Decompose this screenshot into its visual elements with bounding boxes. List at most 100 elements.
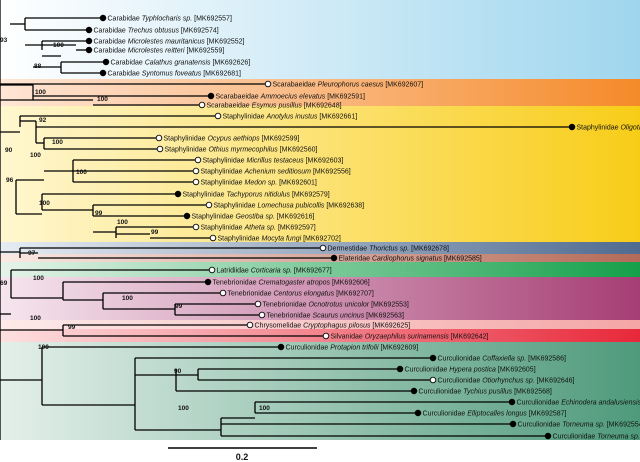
filled-circle-icon <box>99 14 107 22</box>
tip-label: Tenebrionidae Crematogaster atropos [MK6… <box>213 280 370 287</box>
support-values: 9310088100100929096100100100100991009997… <box>0 37 270 412</box>
open-circle-icon <box>156 145 164 153</box>
support-value: 99 <box>175 303 183 310</box>
tip-label: Staphylinidae Oligota <box>577 125 640 132</box>
tip-label: Curculionidae Elliptocalles longus [MK69… <box>423 411 567 418</box>
tip-label: Silvanidae Oryzaephilus surinamensis [MK… <box>331 334 489 341</box>
support-value: 88 <box>34 63 42 70</box>
tip-label: Staphylinidae Othius myrmecophilus [MK69… <box>165 147 318 154</box>
filled-circle-icon <box>568 123 576 131</box>
tip-label: Carabidae Calathus granatensis [MK692626… <box>111 60 251 67</box>
filled-circle-icon <box>410 387 418 395</box>
scale-bar-label: 0.2 <box>236 452 249 462</box>
tip-label: Scarabaeidae Ammoecius elevatus [MK69259… <box>216 94 365 101</box>
tip-label: Staphylinidae Mocyta fungi [MK692702] <box>218 236 341 243</box>
support-value: 100 <box>30 152 41 159</box>
tip-label: Curculionidae Coffaxiella sp. [MK692586] <box>438 356 566 363</box>
tree-branches <box>0 0 572 440</box>
tip-label: Staphylinidae Medon sp. [MK692601] <box>201 180 317 187</box>
tip-label: Dermestidae Thorictus sp. [MK692678] <box>328 246 449 253</box>
filled-circle-icon <box>277 343 285 351</box>
open-circle-icon <box>219 289 227 297</box>
support-value: 100 <box>122 295 133 302</box>
tip-label: Latridiidae Corticaria sp. [MK692677] <box>217 268 332 275</box>
filled-circle-icon <box>85 26 93 34</box>
band-carabidae <box>0 0 640 79</box>
tip-label: Curculionidae Echinodera andalusiensis [… <box>517 400 640 407</box>
tip-label: Scarabaeidae Pleurophorus caesus [MK6926… <box>273 82 424 89</box>
support-value: 99 <box>68 324 76 331</box>
support-value: 100 <box>117 219 128 226</box>
band-staphylinidae <box>0 106 640 242</box>
band-latridiidae <box>0 262 640 277</box>
filled-circle-icon <box>544 432 552 440</box>
support-value: 100 <box>178 405 189 412</box>
tip-label: Carabidae Microlestes reitteri [MK692559… <box>94 48 225 55</box>
support-value: 90 <box>5 147 13 154</box>
band-tenebrionidae <box>0 277 640 320</box>
tip-label: Staphylinidae Tachyporus nitidulus [MK69… <box>183 192 330 199</box>
filled-circle-icon <box>509 420 517 428</box>
tip-label: Staphylinidae Achenium seditiosum [MK692… <box>201 169 351 176</box>
open-circle-icon <box>319 244 327 252</box>
open-circle-icon <box>246 321 254 329</box>
support-value: 100 <box>259 405 270 412</box>
support-value: 100 <box>39 200 50 207</box>
tip-label: Tenebrionidae Centorus elongatus [MK6927… <box>228 291 374 298</box>
tip-label: Curculionidae Hypera postica [MK692605] <box>405 367 536 374</box>
tip-label: Tenebrionidae Ocnotrotus unicolor [MK692… <box>263 302 409 309</box>
support-value: 99 <box>151 229 159 236</box>
filled-circle-icon <box>204 278 212 286</box>
filled-circle-icon <box>85 37 93 45</box>
open-circle-icon <box>214 112 222 120</box>
support-value: 96 <box>6 177 14 184</box>
support-value: 90 <box>174 368 182 375</box>
filled-circle-icon <box>396 365 404 373</box>
open-circle-icon <box>322 332 330 340</box>
support-value: 100 <box>76 169 87 176</box>
support-value: 100 <box>38 344 49 351</box>
support-value: 97 <box>28 250 36 257</box>
tip-label: Staphylinidae Lomechusa pubicollis [MK69… <box>214 203 365 210</box>
tip-label: Scarabaeidae Esymus pusillus [MK692648] <box>207 103 342 110</box>
filled-circle-icon <box>102 58 110 66</box>
support-value: 100 <box>53 42 64 49</box>
tip-label: Curculionidae Torneuma sp. [MK692554] <box>518 422 640 429</box>
tip-label: Staphylinidae Atheta sp. [MK692597] <box>201 225 316 232</box>
scale-bar: 0.2 <box>168 447 317 462</box>
tip-label: Curculionidae Torneuma sp. <box>553 434 640 441</box>
tip-label: Curculionidae Protapion trifolii [MK6926… <box>286 345 419 352</box>
open-circle-icon <box>192 167 200 175</box>
open-circle-icon <box>205 201 213 209</box>
open-circle-icon <box>254 300 262 308</box>
filled-circle-icon <box>174 190 182 198</box>
open-circle-icon <box>429 376 437 384</box>
filled-circle-icon <box>330 254 338 262</box>
support-value: 92 <box>39 117 47 124</box>
tip-labels: Carabidae Typhlocharis sp. [MK692557] Car… <box>85 14 640 441</box>
support-value: 69 <box>0 280 8 287</box>
tip-label: Staphylinidae Ocypus aethiops [MK692599] <box>164 136 300 143</box>
filled-circle-icon <box>207 92 215 100</box>
tip-label: Carabidae Syntomus foveatus [MK692681] <box>108 71 242 78</box>
tip-label: Staphylinidae Anotylus inustus [MK692661… <box>223 114 358 121</box>
tip-label: Carabidae Trechus obtusus [MK692574] <box>94 28 219 35</box>
tip-label: Carabidae Microlestes mauritanicus [MK69… <box>94 39 245 46</box>
tip-label: Elateridae Cardiophorus signatus [MK6925… <box>339 256 482 263</box>
filled-circle-icon <box>414 409 422 417</box>
filled-circle-icon <box>99 69 107 77</box>
tip-label: Curculionidae Tychius pusillus [MK692568… <box>419 389 552 396</box>
support-value: 99 <box>95 210 103 217</box>
open-circle-icon <box>192 223 200 231</box>
open-circle-icon <box>155 134 163 142</box>
support-value: 100 <box>52 139 63 146</box>
support-value: 100 <box>30 315 41 322</box>
open-circle-icon <box>208 266 216 274</box>
tip-label: Carabidae Typhlocharis sp. [MK692557] <box>108 16 232 23</box>
filled-circle-icon <box>183 212 191 220</box>
filled-circle-icon <box>85 46 93 54</box>
open-circle-icon <box>209 234 217 242</box>
support-value: 100 <box>97 96 108 103</box>
tip-label: Staphylinidae Micrillus testaceus [MK692… <box>203 158 344 165</box>
filled-circle-icon <box>508 398 516 406</box>
